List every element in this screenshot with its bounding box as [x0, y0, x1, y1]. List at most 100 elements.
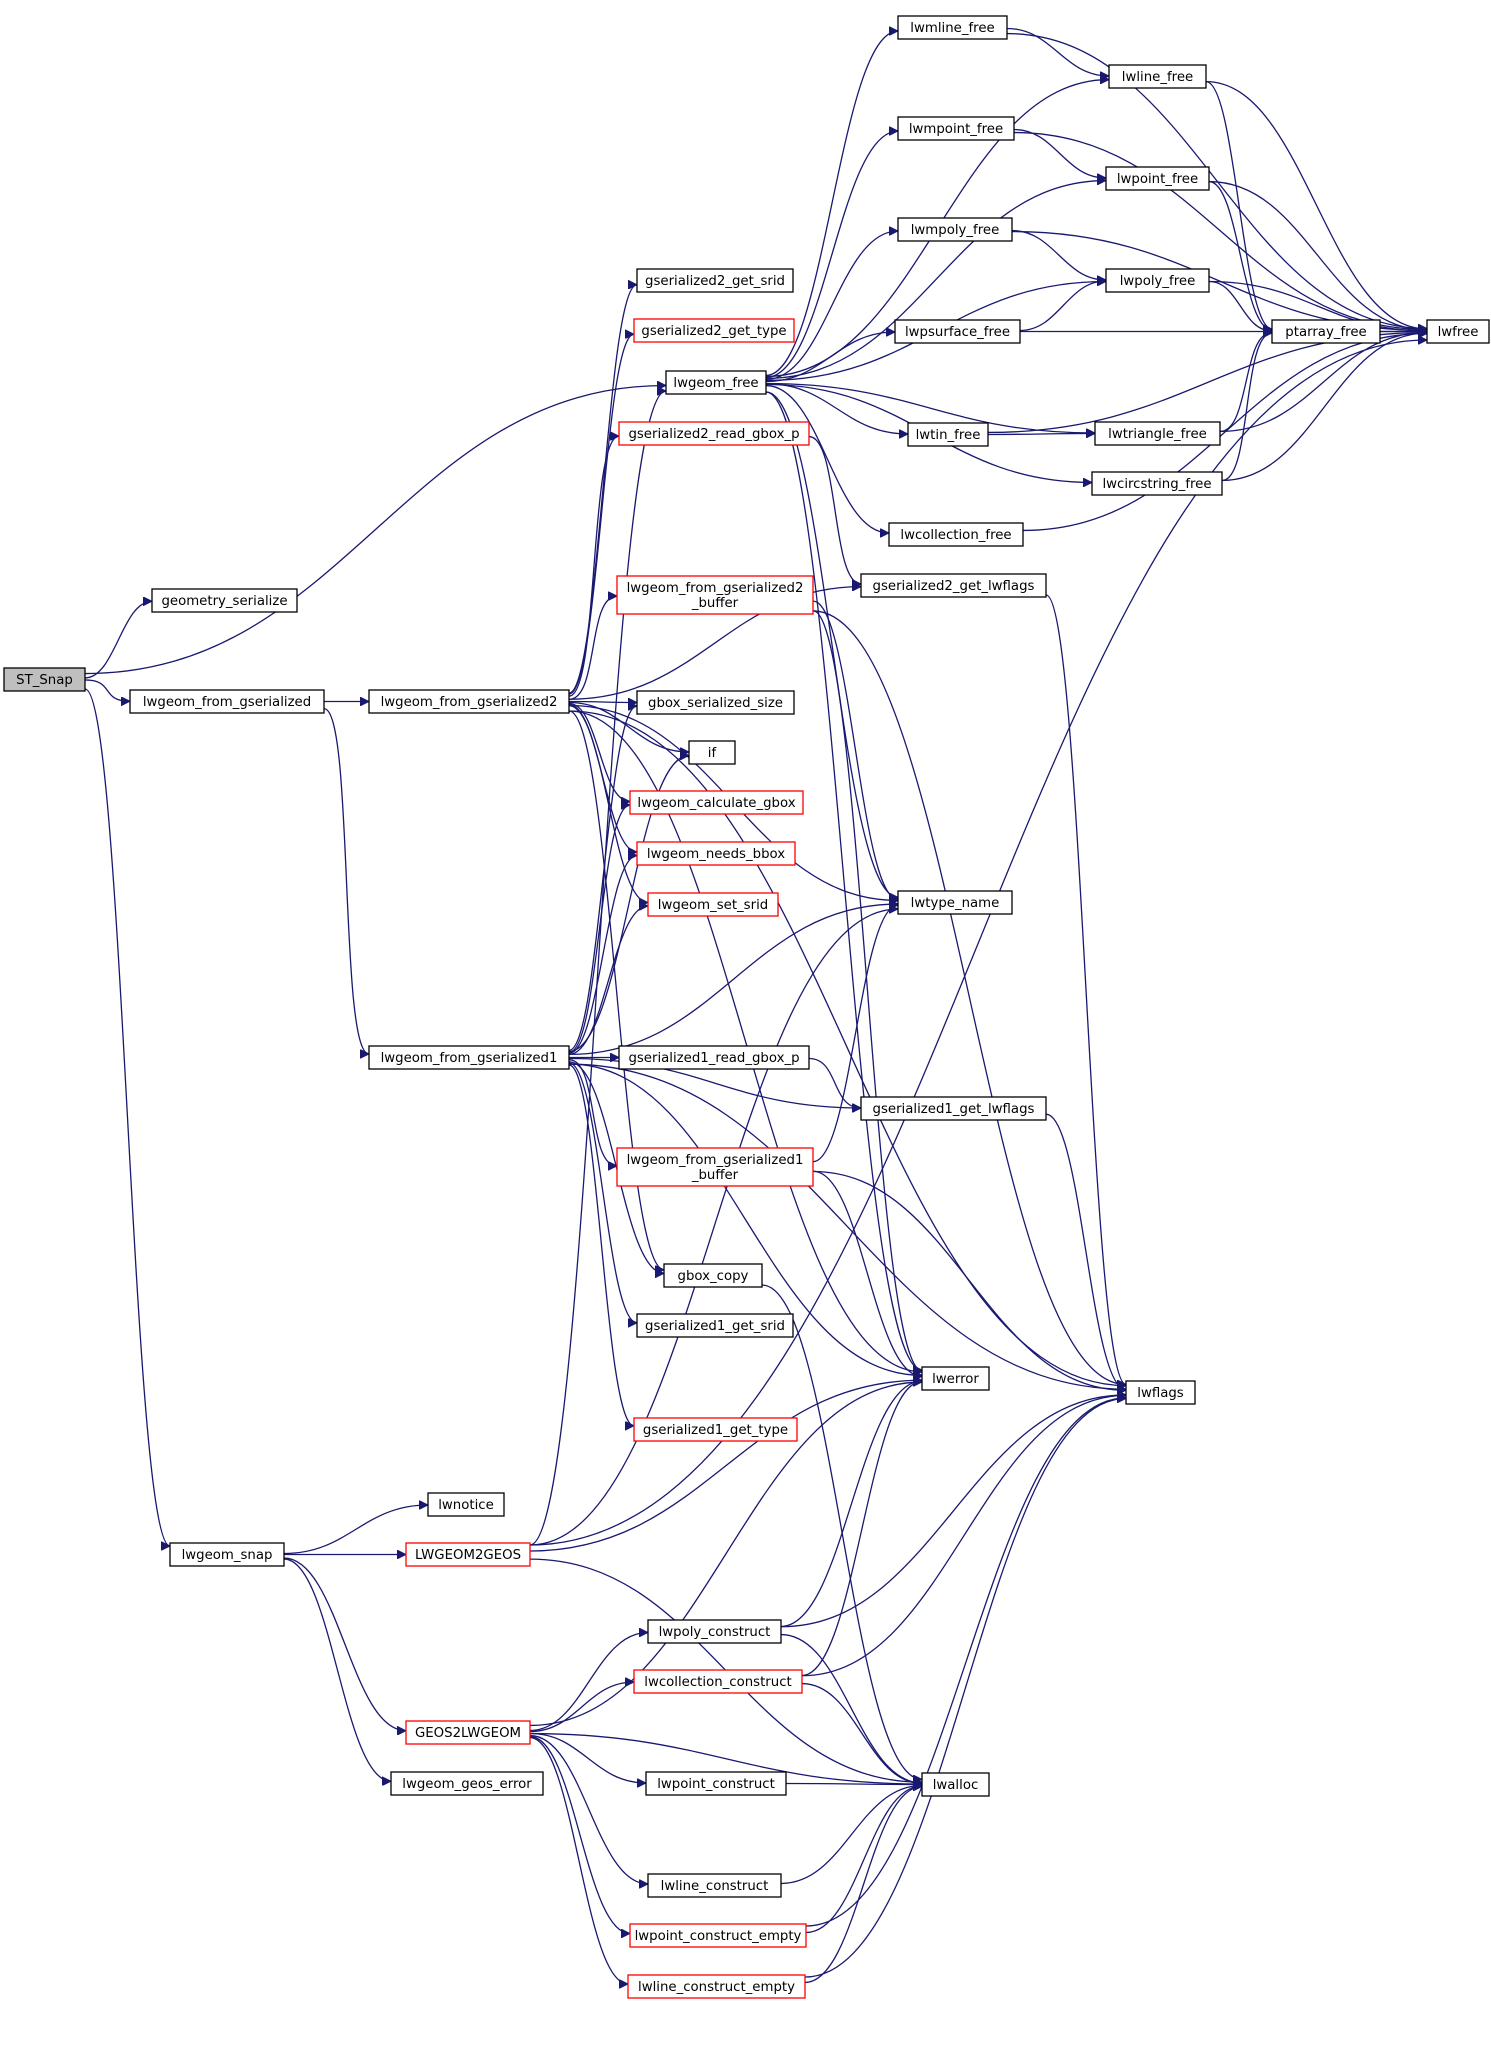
node-gserialized2-get-lwflags[interactable]: gserialized2_get_lwflags	[860, 573, 1047, 598]
node-geos2lwgeom[interactable]: GEOS2LWGEOM	[405, 1720, 531, 1745]
node-lwcollection-construct[interactable]: lwcollection_construct	[633, 1669, 803, 1694]
edge-lwgeom-from-gserialized1-to-lwgeom-set-srid	[568, 906, 649, 1056]
node-box	[1125, 1380, 1196, 1405]
node-lwgeom2geos[interactable]: LWGEOM2GEOS	[405, 1542, 531, 1567]
node-st-snap[interactable]: ST_Snap	[3, 667, 86, 692]
node-lwgeom-from-gserialized1[interactable]: lwgeom_from_gserialized1	[368, 1045, 570, 1070]
edge-lwgeom-from-gserialized1-to-lwflags	[568, 1063, 1126, 1389]
edge-geos2lwgeom-to-lwerror	[529, 1382, 922, 1727]
edge-lwgeom-from-gserialized2-to-if	[568, 701, 689, 752]
node-lwflags[interactable]: lwflags	[1125, 1380, 1196, 1405]
node-lwgeom-calculate-gbox[interactable]: lwgeom_calculate_gbox	[629, 790, 804, 815]
edge-lwgeom-from-gserialized2-to-gbox-serialized-size	[568, 702, 637, 703]
node-lwtype-name[interactable]: lwtype_name	[897, 890, 1013, 915]
node-box	[151, 588, 298, 613]
edge-lwgeom-from-gserialized2-buffer-to-lwtype-name	[812, 600, 899, 899]
node-gserialized1-get-srid[interactable]: gserialized1_get_srid	[636, 1313, 794, 1338]
edge-gserialized2-read-gbox-p-to-gserialized2-get-lwflags	[808, 435, 862, 584]
node-lwline-construct-empty[interactable]: lwline_construct_empty	[627, 1974, 806, 1999]
edge-lwpoly-construct-to-lwalloc	[780, 1633, 922, 1783]
node-lwmpoly-free[interactable]: lwmpoly_free	[897, 217, 1013, 242]
edge-lwgeom-from-gserialized2-to-gbox-copy	[568, 710, 665, 1270]
node-geometry-serialize[interactable]: geometry_serialize	[151, 588, 298, 613]
node-lwline-construct[interactable]: lwline_construct	[647, 1873, 782, 1898]
node-box	[647, 1873, 782, 1898]
node-lwgeom-free[interactable]: lwgeom_free	[665, 370, 767, 395]
node-lwgeom-snap[interactable]: lwgeom_snap	[169, 1542, 285, 1567]
edge-lwpoly-construct-to-lwflags	[780, 1395, 1126, 1628]
edge-lwgeom-from-gserialized2-to-lwgeom-from-gserialized2-buffer	[568, 596, 618, 701]
node-label: gserialized2_get_lwflags	[873, 579, 1035, 594]
node-lwerror[interactable]: lwerror	[921, 1366, 990, 1391]
edge-geos2lwgeom-to-lwline-construct	[529, 1734, 648, 1884]
node-lwgeom-from-gserialized1-buffer[interactable]: lwgeom_from_gserialized1_buffer	[616, 1147, 814, 1187]
edge-lwgeom-from-gserialized1-to-gserialized1-get-lwflags	[568, 1057, 861, 1108]
node-box	[636, 690, 795, 715]
edge-lwtin-free-to-lwtriangle-free	[987, 434, 1095, 435]
node-gserialized1-get-type[interactable]: gserialized1_get_type	[633, 1417, 798, 1442]
node-lwgeom-needs-bbox[interactable]: lwgeom_needs_bbox	[636, 841, 796, 866]
node-lwgeom-from-gserialized[interactable]: lwgeom_from_gserialized	[129, 689, 325, 714]
node-gserialized2-get-type[interactable]: gserialized2_get_type	[633, 318, 795, 343]
node-lwtriangle-free[interactable]: lwtriangle_free	[1094, 421, 1221, 446]
node-label: GEOS2LWGEOM	[415, 1726, 521, 1741]
node-box	[921, 1772, 990, 1797]
node-lwgeom-set-srid[interactable]: lwgeom_set_srid	[647, 892, 779, 917]
node-gserialized2-read-gbox-p[interactable]: gserialized2_read_gbox_p	[618, 421, 810, 446]
edge-lwgeom-from-gserialized2-to-gserialized2-get-type	[568, 334, 635, 695]
node-lwmpoint-free[interactable]: lwmpoint_free	[897, 116, 1015, 141]
node-box	[616, 1147, 814, 1187]
node-lwmline-free[interactable]: lwmline_free	[897, 15, 1008, 40]
node-lwgeom-from-gserialized2[interactable]: lwgeom_from_gserialized2	[368, 689, 570, 714]
edge-lwgeom2geos-to-lwfree	[529, 340, 1427, 1546]
node-gbox-copy[interactable]: gbox_copy	[663, 1263, 763, 1288]
node-label: _buffer	[691, 596, 739, 611]
edge-lwgeom-from-gserialized2-buffer-to-lwerror	[812, 610, 923, 1371]
node-lwpoint-free[interactable]: lwpoint_free	[1105, 166, 1210, 191]
node-box	[636, 841, 796, 866]
edge-lwgeom-from-gserialized1-to-lwerror	[568, 1063, 922, 1375]
node-lwtin-free[interactable]: lwtin_free	[907, 422, 989, 447]
node-lwnotice[interactable]: lwnotice	[427, 1492, 505, 1517]
node-lwcircstring-free[interactable]: lwcircstring_free	[1091, 471, 1223, 496]
node-lwgeom-from-gserialized2-buffer[interactable]: lwgeom_from_gserialized2_buffer	[616, 575, 814, 615]
node-label: lwgeom_snap	[182, 1548, 273, 1563]
node-box	[897, 116, 1015, 141]
node-lwline-free[interactable]: lwline_free	[1108, 64, 1207, 89]
node-label: ptarray_free	[1285, 325, 1366, 340]
node-lwpsurface-free[interactable]: lwpsurface_free	[894, 319, 1021, 344]
edge-lwgeom2geos-to-lwgeom-free	[529, 391, 667, 1546]
node-gserialized1-get-lwflags[interactable]: gserialized1_get_lwflags	[860, 1096, 1047, 1121]
node-box	[405, 1542, 531, 1567]
edge-lwgeom-free-to-lwmline-free	[765, 31, 898, 377]
node-if[interactable]: if	[688, 740, 736, 765]
node-lwalloc[interactable]: lwalloc	[921, 1772, 990, 1797]
edge-lwgeom-free-to-lwtriangle-free	[765, 382, 1095, 433]
node-box	[390, 1771, 544, 1796]
node-gserialized1-read-gbox-p[interactable]: gserialized1_read_gbox_p	[618, 1045, 810, 1070]
edge-lwgeom-free-to-lwpoint-free	[765, 181, 1106, 380]
node-lwpoint-construct[interactable]: lwpoint_construct	[645, 1771, 787, 1796]
node-label: lwgeom_free	[673, 376, 758, 391]
node-label: lwmpoint_free	[909, 122, 1003, 137]
edge-lwgeom-from-gserialized1-to-gserialized1-get-type	[568, 1064, 635, 1426]
node-box	[633, 1417, 798, 1442]
node-label: lwfree	[1438, 325, 1479, 340]
node-ptarray-free[interactable]: ptarray_free	[1271, 319, 1381, 344]
node-lwpoint-construct-empty[interactable]: lwpoint_construct_empty	[629, 1923, 807, 1948]
node-lwpoly-construct[interactable]: lwpoly_construct	[647, 1619, 782, 1644]
node-box	[629, 1923, 807, 1948]
node-box	[1271, 319, 1381, 344]
node-label: lwpoly_free	[1120, 274, 1196, 289]
node-lwfree[interactable]: lwfree	[1426, 319, 1490, 344]
node-label: lwcollection_free	[900, 528, 1011, 543]
edge-lwgeom-snap-to-geos2lwgeom	[283, 1557, 406, 1731]
node-lwpoly-free[interactable]: lwpoly_free	[1105, 268, 1210, 293]
edge-lwmpoint-free-to-lwfree	[1013, 131, 1427, 330]
node-label: gserialized2_read_gbox_p	[628, 427, 799, 442]
node-lwcollection-free[interactable]: lwcollection_free	[888, 522, 1024, 547]
node-gbox-serialized-size[interactable]: gbox_serialized_size	[636, 690, 795, 715]
node-lwgeom-geos-error[interactable]: lwgeom_geos_error	[390, 1771, 544, 1796]
node-gserialized2-get-srid[interactable]: gserialized2_get_srid	[636, 268, 794, 293]
edge-lwgeom-free-to-lwmpoint-free	[765, 131, 898, 379]
